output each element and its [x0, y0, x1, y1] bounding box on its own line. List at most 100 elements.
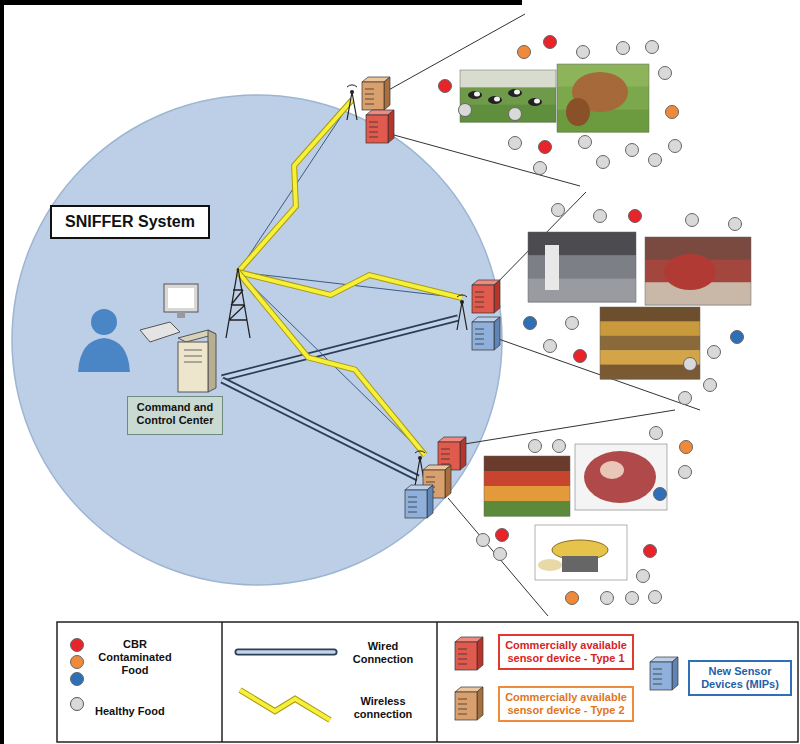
photo-fondue [535, 525, 627, 581]
food-dot [529, 440, 542, 453]
antenna [457, 295, 467, 330]
food-dot [544, 36, 557, 49]
legend-sensor-type2 [455, 687, 483, 720]
food-dot [544, 340, 557, 353]
food-dot [494, 548, 507, 561]
wired-connection [222, 380, 418, 478]
food-dot [539, 141, 552, 154]
photo-cheese [600, 307, 700, 380]
legend-swatch [70, 697, 84, 711]
legend-text: Commercially available sensor device - T… [498, 634, 634, 670]
legend-dot [71, 639, 84, 652]
food-dot [566, 592, 579, 605]
frame-left [0, 0, 4, 744]
food-dot [534, 162, 547, 175]
food-dot [669, 140, 682, 153]
frame-top [0, 0, 522, 5]
legend-sensor-mip [650, 657, 678, 690]
food-dot [679, 466, 692, 479]
antenna [347, 85, 357, 120]
food-dot [496, 529, 509, 542]
food-dot [629, 210, 642, 223]
legend-frame [57, 622, 798, 742]
leader-line [383, 132, 580, 186]
legend-dot [71, 673, 84, 686]
food-dot [574, 350, 587, 363]
sensor-type2 [362, 77, 390, 110]
node-text: SNIFFER System [58, 213, 202, 231]
photo-market [484, 456, 570, 517]
food-dot [650, 427, 663, 440]
food-dot [684, 358, 697, 371]
food-dot [731, 331, 744, 344]
food-dot [708, 346, 721, 359]
legend-wireless-sample [240, 690, 330, 720]
food-dot [654, 488, 667, 501]
legend-dot [71, 656, 84, 669]
sensor-type1 [472, 280, 500, 313]
photo-milking [528, 232, 636, 303]
radio-tower [226, 268, 250, 338]
food-dot [566, 317, 579, 330]
food-dot [679, 392, 692, 405]
food-dot [594, 210, 607, 223]
center-label-box: Command and Control Center [127, 396, 223, 435]
legend-wired-sample [238, 652, 334, 653]
food-dot [579, 136, 592, 149]
wired-connection [222, 318, 458, 378]
legend-text: Wired Connection [343, 640, 423, 666]
signal-line [238, 272, 425, 455]
title-box: SNIFFER System [50, 205, 210, 239]
food-dot [626, 592, 639, 605]
wireless-bolt [238, 100, 352, 272]
food-dot [729, 218, 742, 231]
food-dot [524, 317, 537, 330]
food-dot [637, 570, 650, 583]
sensor-mip [405, 485, 433, 518]
food-dot [626, 144, 639, 157]
food-dot [509, 108, 522, 121]
food-dot [477, 534, 490, 547]
legend-text: Commercially available sensor device - T… [498, 686, 634, 722]
legend-text: New Sensor Devices (MIPs) [688, 660, 792, 696]
photo-meat [645, 237, 751, 306]
food-dot [439, 80, 452, 93]
legend-text: CBR Contaminated Food [92, 638, 178, 678]
command-center-icons [78, 284, 216, 392]
sensor-type1 [366, 110, 394, 143]
food-dot [649, 154, 662, 167]
food-dot [509, 137, 522, 150]
signal-line [238, 272, 462, 298]
wireless-bolt [238, 272, 425, 455]
food-dot [459, 104, 472, 117]
food-dot [659, 67, 672, 80]
photo-steak [575, 444, 667, 511]
food-dot [552, 204, 565, 217]
food-dot [704, 379, 717, 392]
food-dot [680, 441, 693, 454]
wireless-bolt [238, 272, 462, 298]
food-dot [518, 46, 531, 59]
food-dot [597, 156, 610, 169]
system-circle [12, 95, 502, 585]
food-dot [577, 46, 590, 59]
photo-cows [460, 70, 556, 123]
sensor-mip [472, 317, 500, 350]
food-dot [644, 545, 657, 558]
legend-text: Healthy Food [95, 705, 205, 718]
food-dot [649, 591, 662, 604]
photo-cow [557, 64, 649, 133]
food-dot [666, 106, 679, 119]
leader-line [490, 336, 700, 410]
legend-sensor-type1 [455, 637, 483, 670]
node-text: Command and Control Center [132, 401, 218, 427]
legend-text: Wireless connection [340, 695, 426, 721]
food-dot [601, 592, 614, 605]
food-dots [439, 36, 744, 605]
signal-line [238, 100, 352, 272]
leader-line [452, 410, 675, 446]
food-dot [686, 214, 699, 227]
food-dot [646, 41, 659, 54]
